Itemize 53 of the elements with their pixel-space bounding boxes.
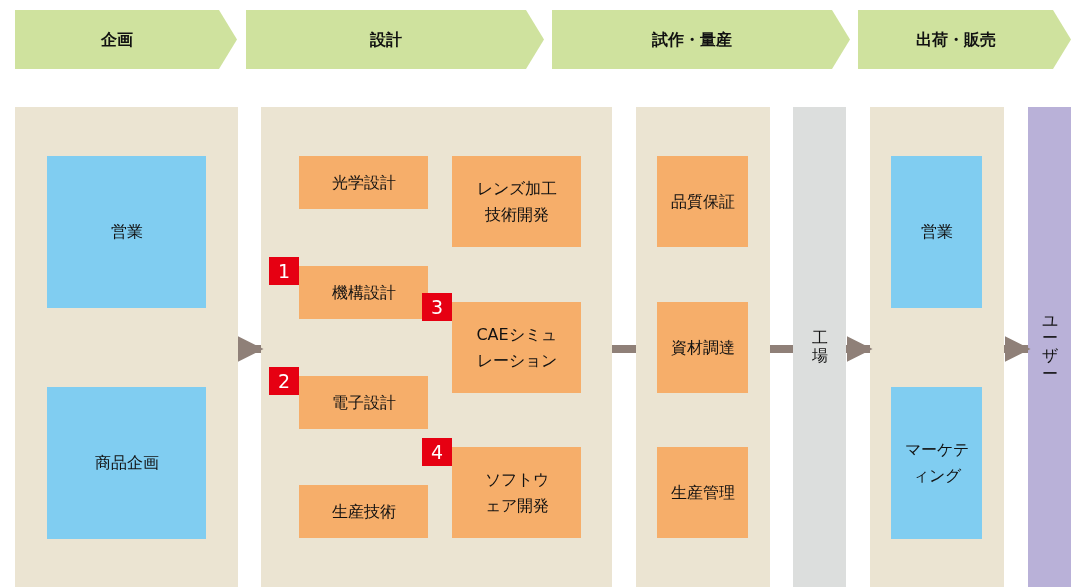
box-label: 企画 — [100, 28, 134, 51]
task-box — [299, 266, 428, 319]
vertical-label: 工場 — [811, 329, 828, 365]
phase-band — [858, 10, 1071, 69]
arrow — [1004, 336, 1031, 362]
role-box — [47, 387, 206, 539]
role-box — [891, 387, 982, 539]
task-box — [657, 156, 748, 247]
arrow — [237, 336, 264, 362]
department-panel — [15, 107, 238, 587]
connector-line — [770, 345, 793, 353]
callout-number: 2 — [269, 367, 299, 395]
task-box — [452, 447, 581, 538]
department-panel — [261, 107, 612, 587]
task-box — [452, 302, 581, 393]
box-label: 生産技術 — [330, 500, 397, 523]
box-label: ソフトウェア開発 — [483, 468, 550, 517]
department-panel — [870, 107, 1004, 587]
callout-number: 3 — [422, 293, 452, 321]
box-label: 商品企画 — [93, 452, 160, 475]
connector-line — [612, 345, 636, 353]
callout-number: 1 — [269, 257, 299, 285]
phase-band — [15, 10, 237, 69]
box-label: レンズ加工技術開発 — [475, 177, 558, 226]
factory-bar — [793, 107, 846, 587]
box-label: 資材調達 — [669, 336, 736, 359]
box-label: マーケティング — [903, 439, 970, 487]
box-label: 設計 — [369, 28, 403, 51]
task-box — [657, 447, 748, 538]
box-label: 品質保証 — [669, 190, 736, 213]
box-label: CAEシミュレーション — [475, 323, 558, 372]
task-box — [299, 376, 428, 429]
user-bar — [1028, 107, 1071, 587]
role-box — [891, 156, 982, 308]
arrow — [846, 336, 873, 362]
department-panel — [636, 107, 770, 587]
box-label: 生産管理 — [669, 481, 736, 504]
task-box — [299, 156, 428, 209]
phase-band — [246, 10, 544, 69]
box-label: 機構設計 — [330, 281, 397, 304]
box-label: 営業 — [109, 221, 144, 244]
task-box — [657, 302, 748, 393]
task-box — [452, 156, 581, 247]
box-label: 光学設計 — [330, 171, 397, 194]
box-label: 電子設計 — [330, 391, 397, 414]
box-label: 出荷・販売 — [914, 28, 997, 51]
callout-number: 4 — [422, 438, 452, 466]
role-box — [47, 156, 206, 308]
phase-band — [552, 10, 850, 69]
box-label: 試作・量産 — [651, 28, 733, 51]
vertical-label: ユーザー — [1041, 311, 1058, 383]
box-label: 営業 — [919, 221, 954, 244]
task-box — [299, 485, 428, 538]
